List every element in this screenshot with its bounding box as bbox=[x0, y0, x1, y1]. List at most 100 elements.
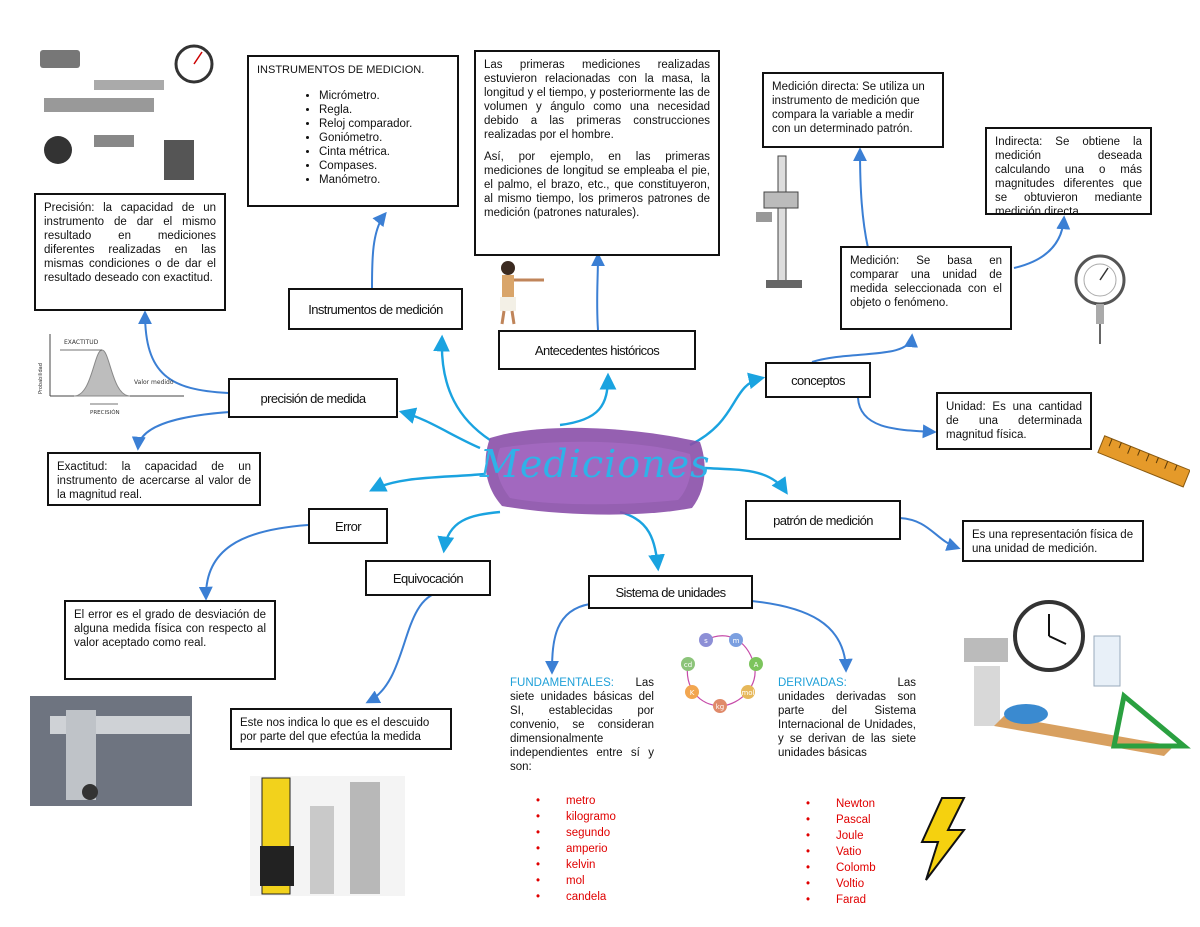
list-item: Reloj comparador. bbox=[319, 117, 449, 131]
derivadas-block: DERIVADAS: Las unidades derivadas son pa… bbox=[778, 676, 916, 760]
arrow-error-box bbox=[198, 524, 309, 601]
precision-graph: EXACTITUD Probabilidad Valor medido PREC… bbox=[34, 330, 194, 422]
arrow-instrumentos-box bbox=[371, 211, 387, 289]
node-equivocacion[interactable]: Equivocación bbox=[365, 560, 491, 596]
medicion-text: Medición: Se basa en comparar una unidad… bbox=[850, 255, 1002, 309]
arrow-conceptos-unidad bbox=[857, 397, 937, 439]
ruler-icon bbox=[1097, 435, 1191, 488]
list-item: candela bbox=[536, 889, 616, 905]
fundamentales-text: Las siete unidades básicas del SI, estab… bbox=[510, 677, 654, 773]
list-item: Pascal bbox=[806, 812, 876, 828]
ruler-image bbox=[1096, 424, 1191, 498]
arrow-conceptos-medicion bbox=[811, 333, 919, 363]
list-item: amperio bbox=[536, 841, 616, 857]
equivocacion-box: Este nos indica lo que es el descuido po… bbox=[230, 708, 452, 750]
tape-measure-icon bbox=[250, 776, 405, 896]
list-item: Manómetro. bbox=[319, 173, 449, 187]
error-box: El error es el grado de desviación de al… bbox=[64, 600, 276, 680]
graph-precision: PRECISIÓN bbox=[90, 409, 120, 416]
arrow-medicion-directa bbox=[853, 147, 869, 249]
lightning-image bbox=[912, 796, 972, 882]
height-gauge-icon bbox=[756, 155, 802, 288]
measuring-objects-collage bbox=[954, 596, 1194, 766]
dial-indicator-icon bbox=[1074, 254, 1126, 344]
node-sistema[interactable]: Sistema de unidades bbox=[588, 575, 753, 609]
antecedentes-p2: Así, por ejemplo, en las primeras medici… bbox=[484, 151, 710, 219]
si-label: mol bbox=[741, 689, 754, 697]
directa-box: Medición directa: Se utiliza un instrume… bbox=[762, 72, 944, 148]
derivadas-text: Las unidades derivadas son parte del Sis… bbox=[778, 677, 916, 759]
node-error[interactable]: Error bbox=[308, 508, 388, 544]
list-item: mol bbox=[536, 873, 616, 889]
node-precision[interactable]: precisión de medida bbox=[228, 378, 398, 418]
central-title: Mediciones bbox=[480, 442, 711, 486]
error-text: El error es el grado de desviación de al… bbox=[74, 609, 266, 649]
egyptian-figure bbox=[486, 258, 546, 326]
precision-box: Precisión: la capacidad de un instrument… bbox=[34, 193, 226, 311]
equivocacion-text: Este nos indica lo que es el descuido po… bbox=[240, 717, 430, 743]
patron-text: Es una representación física de una unid… bbox=[972, 529, 1134, 555]
precision-text: Precisión: la capacidad de un instrument… bbox=[44, 202, 216, 284]
si-units-diagram: s m cd A K mol kg bbox=[676, 628, 768, 716]
arrow-center-patron bbox=[704, 466, 788, 495]
si-label: m bbox=[733, 637, 740, 645]
dial-indicator bbox=[1070, 250, 1130, 346]
node-instrumentos[interactable]: Instrumentos de medición bbox=[288, 288, 463, 330]
instrumentos-box: INSTRUMENTOS DE MEDICION. Micrómetro. Re… bbox=[247, 55, 459, 207]
egyptian-measure-icon bbox=[500, 261, 544, 325]
exactitud-box: Exactitud: la capacidad de un instrument… bbox=[47, 452, 261, 506]
list-item: Regla. bbox=[319, 103, 449, 117]
fundamentales-list: metro kilogramo segundo amperio kelvin m… bbox=[536, 793, 616, 905]
unidad-box: Unidad: Es una cantidad de una determina… bbox=[936, 392, 1092, 450]
derivadas-list: Newton Pascal Joule Vatio Colomb Voltio … bbox=[806, 796, 876, 908]
list-item: kelvin bbox=[536, 857, 616, 873]
arrow-equivocacion-box bbox=[365, 591, 441, 704]
height-gauge bbox=[752, 152, 812, 292]
tape-measure-photo bbox=[250, 776, 405, 896]
clock-scale-icon bbox=[964, 600, 1191, 756]
list-item: segundo bbox=[536, 825, 616, 841]
list-item: kilogramo bbox=[536, 809, 616, 825]
list-item: Goniómetro. bbox=[319, 131, 449, 145]
indirecta-box: Indirecta: Se obtiene la medición desead… bbox=[985, 127, 1152, 218]
list-item: Cinta métrica. bbox=[319, 145, 449, 159]
unidad-text: Unidad: Es una cantidad de una determina… bbox=[946, 401, 1082, 441]
instruments-collage bbox=[34, 40, 224, 190]
arrow-center-error bbox=[368, 472, 486, 492]
arrow-patron-box bbox=[899, 517, 961, 551]
graph-valor: Valor medido bbox=[134, 379, 174, 386]
node-antecedentes[interactable]: Antecedentes históricos bbox=[498, 330, 696, 370]
watercolor-blob-icon bbox=[485, 427, 705, 515]
si-circle-icon: s m cd A K mol kg bbox=[681, 633, 763, 713]
node-patron[interactable]: patrón de medición bbox=[745, 500, 901, 540]
arrow-antecedentes-box bbox=[590, 252, 605, 331]
list-item: Farad bbox=[806, 892, 876, 908]
list-item: Voltio bbox=[806, 876, 876, 892]
fundamentales-block: FUNDAMENTALES: Las siete unidades básica… bbox=[510, 676, 654, 774]
derivadas-label: DERIVADAS: bbox=[778, 677, 847, 689]
si-label: cd bbox=[684, 661, 692, 669]
arrow-center-precision bbox=[398, 407, 481, 450]
measuring-tools-icon bbox=[40, 44, 214, 180]
instrumentos-title: INSTRUMENTOS DE MEDICION. bbox=[257, 64, 425, 76]
antecedentes-box: Las primeras mediciones realizadas estuv… bbox=[474, 50, 720, 256]
list-item: Compases. bbox=[319, 159, 449, 173]
arrow-sistema-fundamentales bbox=[545, 603, 591, 675]
central-blob: Mediciones bbox=[480, 420, 710, 520]
si-label: K bbox=[690, 689, 695, 697]
arrow-medicion-indirecta bbox=[1013, 215, 1071, 269]
instrumentos-list: Micrómetro. Regla. Reloj comparador. Gon… bbox=[257, 89, 449, 187]
caliper-photo bbox=[30, 696, 192, 806]
list-item: Micrómetro. bbox=[319, 89, 449, 103]
node-conceptos[interactable]: conceptos bbox=[765, 362, 871, 398]
si-label: A bbox=[754, 661, 759, 669]
list-item: Colomb bbox=[806, 860, 876, 876]
list-item: metro bbox=[536, 793, 616, 809]
patron-box: Es una representación física de una unid… bbox=[962, 520, 1144, 562]
directa-text: Medición directa: Se utiliza un instrume… bbox=[772, 81, 925, 135]
graph-exactitud: EXACTITUD bbox=[64, 339, 99, 346]
si-label: s bbox=[704, 637, 708, 645]
arrow-center-sistema bbox=[619, 510, 665, 572]
indirecta-text: Indirecta: Se obtiene la medición desead… bbox=[995, 136, 1142, 218]
caliper-icon bbox=[30, 696, 192, 806]
